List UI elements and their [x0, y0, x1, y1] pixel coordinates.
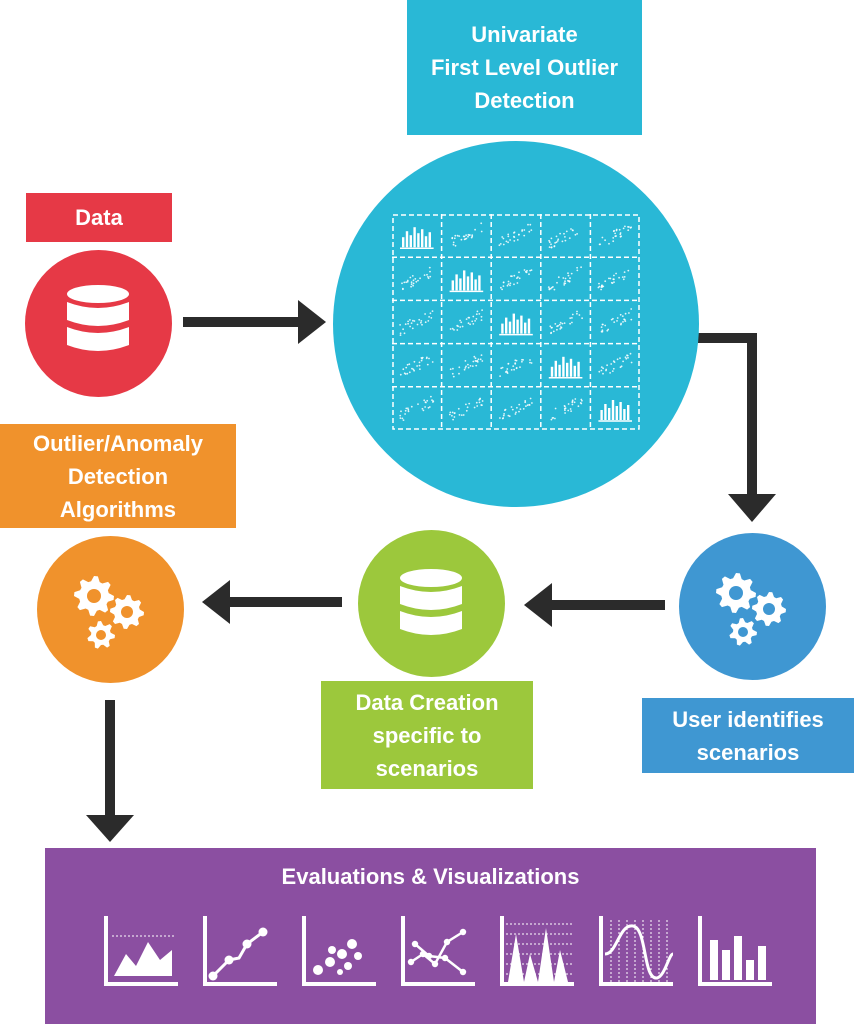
arrow-univariate-to-user [698, 333, 757, 494]
scatterplot-matrix-icon [392, 214, 640, 430]
algorithms-label: Outlier/Anomaly Detection Algorithms [0, 424, 236, 528]
scatter-line-chart-icon [401, 916, 475, 986]
line-dot-chart-icon [203, 916, 277, 986]
user-scenarios-label: User identifies scenarios [642, 698, 854, 773]
data-label: Data [26, 193, 172, 242]
univariate-label: Univariate First Level Outlier Detection [407, 0, 642, 135]
data-creation-label: Data Creation specific to scenarios [321, 681, 533, 789]
database-icon [67, 285, 129, 351]
algorithms-circle [37, 536, 184, 683]
data-creation-circle [358, 530, 505, 677]
user-scenarios-circle [679, 533, 826, 680]
database-icon [400, 569, 462, 635]
gears-icon [74, 576, 144, 649]
evaluations-label: Evaluations & Visualizations [281, 863, 580, 889]
univariate-circle [333, 141, 699, 507]
spike-chart-icon [500, 916, 574, 986]
area-chart-icon [104, 916, 178, 986]
visualization-icons-row [104, 916, 772, 986]
wave-chart-icon [599, 916, 674, 986]
bubble-chart-icon [302, 916, 376, 986]
bar-chart-icon [698, 916, 772, 986]
data-circle [25, 250, 172, 397]
gears-icon [716, 573, 786, 646]
